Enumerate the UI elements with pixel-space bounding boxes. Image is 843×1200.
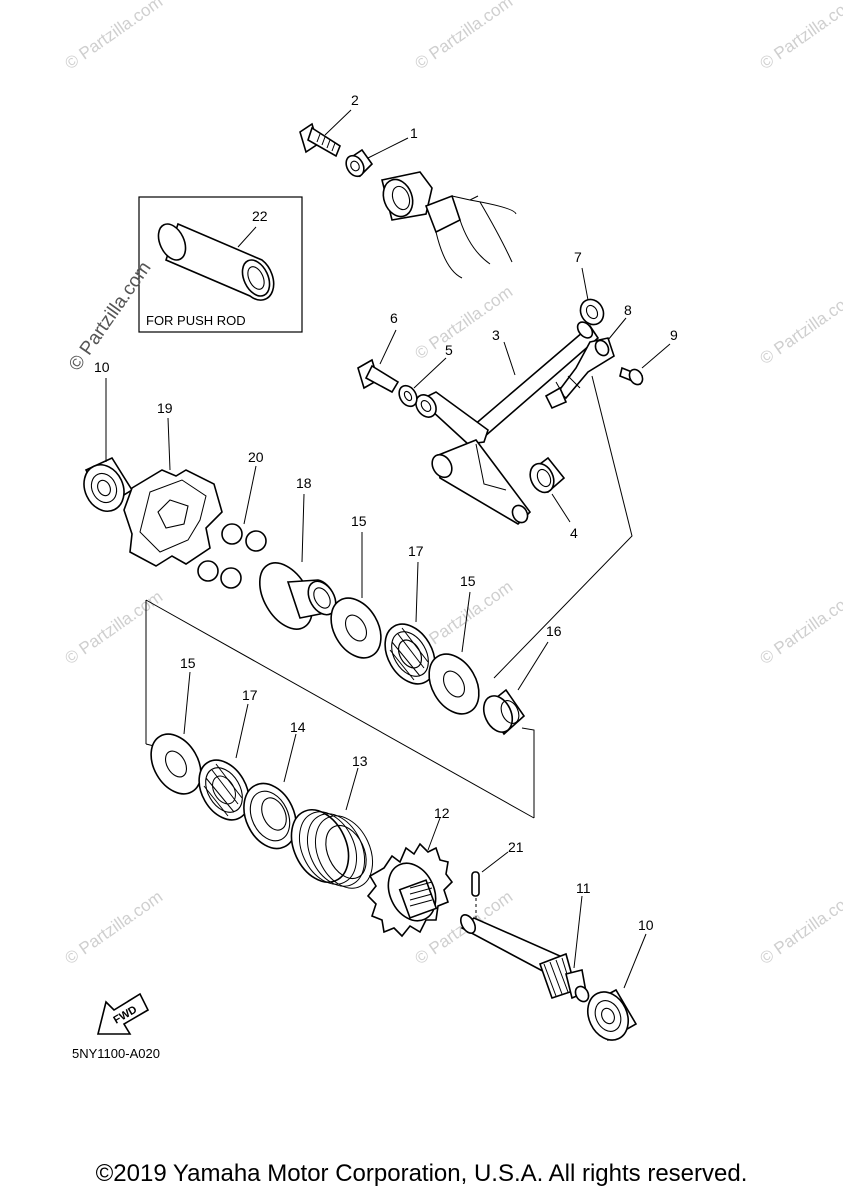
collar-7[interactable] (576, 295, 608, 329)
callout-2: 2 (351, 92, 359, 108)
spring-guide-14[interactable] (234, 775, 306, 857)
washer-15-mid[interactable] (419, 645, 489, 722)
watermark: © Partzilla.com (61, 0, 166, 73)
washer-5[interactable] (396, 382, 421, 409)
callout-1: 1 (410, 125, 418, 141)
watermark: © Partzilla.com (756, 887, 843, 968)
push-rod-bushing-22[interactable] (153, 220, 275, 301)
watermark: © Partzilla.com (61, 887, 166, 968)
callout-18: 18 (296, 475, 312, 491)
callout-13: 13 (352, 753, 368, 769)
callout-4: 4 (570, 525, 578, 541)
screw-9[interactable] (619, 366, 645, 387)
inset-watermark: © Partzilla.com (65, 258, 156, 375)
watermark: © Partzilla.com (411, 0, 516, 73)
callout-10-low: 10 (638, 917, 654, 933)
callout-21: 21 (508, 839, 524, 855)
bolt-6[interactable] (357, 358, 400, 394)
collar-16[interactable] (478, 688, 526, 737)
callout-8: 8 (624, 302, 632, 318)
callout-15-c: 15 (180, 655, 196, 671)
inset-push-rod: 22 © Partzilla.com FOR PUSH ROD (65, 196, 303, 375)
callout-15-b: 15 (460, 573, 476, 589)
callout-20: 20 (248, 449, 264, 465)
watermark: © Partzilla.com (756, 0, 843, 73)
group-bracket-lines (145, 599, 535, 819)
callout-16: 16 (546, 623, 562, 639)
diagram-code: 5NY1100-A020 (72, 1046, 160, 1061)
bearing-10-low[interactable] (580, 985, 638, 1046)
inset-caption: FOR PUSH ROD (146, 313, 246, 328)
callout-3: 3 (492, 327, 500, 343)
torsion-spring-13[interactable] (280, 801, 383, 898)
push-lever-3[interactable] (412, 319, 600, 526)
callout-12: 12 (434, 805, 450, 821)
callout-7: 7 (574, 249, 582, 265)
watermark: © Partzilla.com (61, 587, 166, 668)
leader-lever-to-16 (493, 375, 633, 679)
crankcase-outline (381, 171, 517, 279)
callout-14: 14 (290, 719, 306, 735)
callout-17-a: 17 (408, 543, 424, 559)
washer-15-low[interactable] (141, 725, 211, 802)
callout-6: 6 (390, 310, 398, 326)
kick-axle-11[interactable] (458, 912, 591, 1004)
dowel-pin-21[interactable] (471, 871, 480, 928)
callout-11: 11 (576, 880, 591, 896)
callout-22: 22 (252, 208, 268, 224)
push-lever-holder-8[interactable] (544, 337, 615, 410)
kick-gear-12[interactable] (366, 842, 454, 938)
callout-19: 19 (157, 400, 173, 416)
balls-20[interactable] (197, 523, 267, 589)
callout-17-b: 17 (242, 687, 258, 703)
bolt-2[interactable] (299, 122, 341, 158)
callout-9: 9 (670, 327, 678, 343)
washer-15-top[interactable] (321, 589, 391, 666)
watermark: © Partzilla.com (756, 587, 843, 668)
copyright-notice: ©2019 Yamaha Motor Corporation, U.S.A. A… (95, 1160, 748, 1187)
watermark: © Partzilla.com (411, 282, 516, 363)
bearing-10-top[interactable] (77, 456, 134, 518)
thrust-bearing-17-low[interactable] (189, 751, 259, 828)
callout-10-top: 10 (94, 359, 110, 375)
watermark: © Partzilla.com (756, 287, 843, 368)
callout-5: 5 (445, 342, 453, 358)
callout-15-a: 15 (351, 513, 367, 529)
thrust-bearing-17-top[interactable] (375, 615, 445, 692)
collar-4[interactable] (526, 456, 566, 496)
push-rod-holder-18[interactable] (249, 554, 341, 638)
fwd-arrow-icon: FWD (96, 992, 150, 1035)
ball-retainer-19[interactable] (123, 469, 223, 567)
collar-1[interactable] (343, 148, 374, 180)
